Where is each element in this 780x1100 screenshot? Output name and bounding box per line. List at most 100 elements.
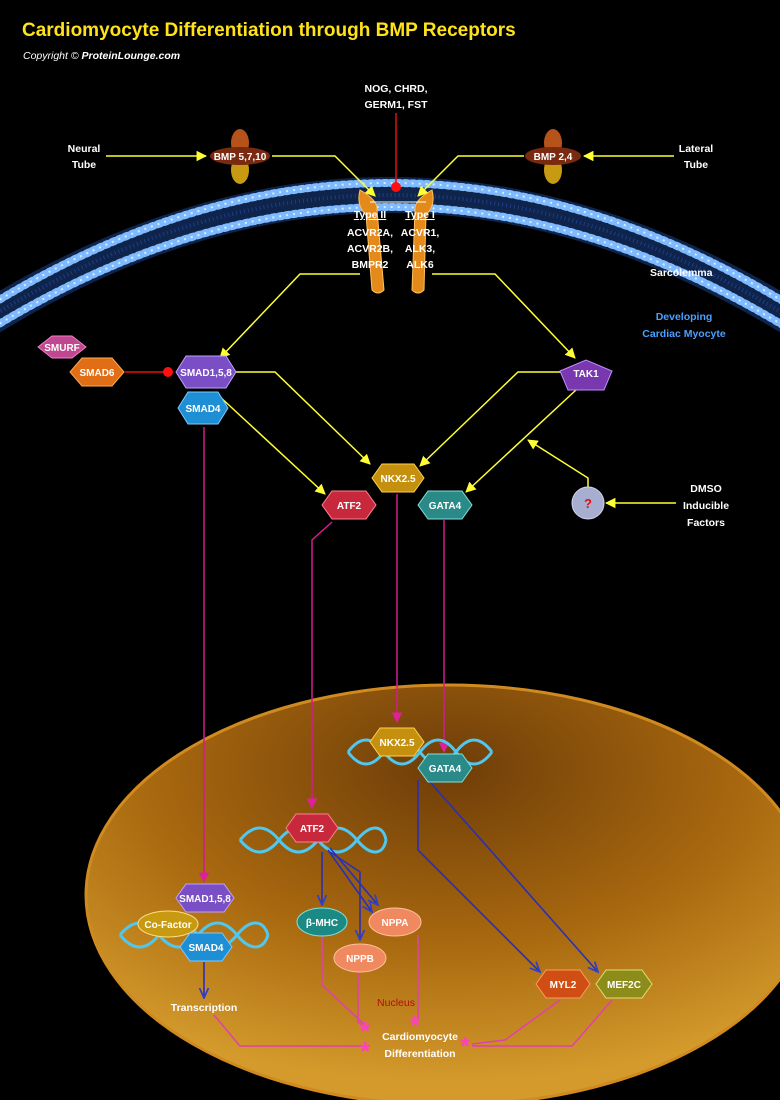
copyright-prefix: Copyright ©	[23, 50, 82, 62]
line-bmhc-to-diff	[321, 935, 369, 1029]
arrow-smad158-to-nkx25	[236, 371, 371, 465]
atf2-nucleus-label: ATF2	[300, 824, 325, 835]
arrow-atf2-to-nppa-2	[329, 847, 378, 905]
type2-item2: ACVR2B,	[347, 243, 393, 255]
arrow-receptor-to-smad158	[219, 273, 360, 359]
nkx25-label: NKX2.5	[380, 474, 415, 485]
line-transcription-to-diff	[213, 1014, 362, 1047]
arrow-atf2-to-nppa	[327, 849, 372, 912]
arrow-bmp24-to-type1	[417, 155, 524, 197]
node-nppb: NPPB	[333, 943, 387, 973]
smurf-label: SMURF	[44, 343, 80, 354]
line-myl2-to-diff	[471, 999, 561, 1045]
neural-tube-line1: Neural	[68, 143, 101, 155]
type1-item2: ALK3,	[405, 243, 435, 255]
mef2c-label: MEF2C	[607, 980, 641, 991]
type2-item1: ACVR2A,	[347, 227, 393, 239]
dmso-line2: Inducible	[683, 500, 729, 512]
node-smad6: SMAD6	[69, 357, 125, 387]
svg-text:*: *	[360, 1036, 371, 1066]
node-mef2c: MEF2C	[595, 969, 653, 999]
type1-receptor	[411, 189, 434, 294]
node-bmhc: β-MHC	[296, 907, 348, 937]
type1-title: Type I	[405, 209, 435, 221]
nppb-label: NPPB	[346, 954, 374, 965]
arrow-gata4-to-myl2	[417, 780, 540, 972]
node-smad4-nucleus: SMAD4	[179, 932, 233, 962]
node-smad158-nucleus: SMAD1,5,8	[175, 883, 235, 913]
arrow-unknown-to-cascade	[527, 439, 589, 488]
differentiation-line2: Differentiation	[384, 1048, 455, 1060]
node-nppa: NPPA	[368, 907, 422, 937]
svg-text:*: *	[360, 1016, 371, 1046]
arrow-atf2-to-nucleus	[306, 521, 333, 810]
arrow-receptor-to-tak1	[432, 273, 576, 359]
bmp24-label: BMP 2,4	[534, 152, 573, 163]
smad4-nucleus-label: SMAD4	[188, 943, 223, 954]
inhibitors-line1: NOG, CHRD,	[365, 83, 428, 95]
developing-line1: Developing	[656, 311, 713, 323]
tak1-label: TAK1	[573, 369, 599, 380]
type2-receptor	[358, 189, 385, 294]
dmso-line3: Factors	[687, 517, 725, 529]
arrow-bmp5710-to-type2	[272, 155, 376, 197]
copyright-site: ProteinLounge.com	[81, 50, 181, 62]
svg-text:*: *	[410, 1010, 421, 1040]
svg-text:*: *	[460, 1031, 471, 1061]
node-smurf: SMURF	[37, 335, 87, 359]
node-atf2: ATF2	[321, 490, 377, 520]
gata4-label: GATA4	[429, 501, 462, 512]
node-smad4: SMAD4	[177, 391, 229, 425]
type2-title: Type II	[354, 209, 387, 221]
neural-tube-line2: Tube	[72, 159, 96, 171]
smad158-nucleus-label: SMAD1,5,8	[179, 894, 231, 905]
cofactor-label: Co-Factor	[144, 920, 191, 931]
sarcolemma-membrane	[0, 177, 780, 333]
arrow-gata4-to-mef2c	[429, 781, 598, 972]
node-unknown: ?	[571, 486, 605, 520]
node-gata4: GATA4	[417, 490, 473, 520]
node-atf2-nucleus: ATF2	[285, 813, 339, 843]
unknown-label: ?	[584, 496, 592, 511]
differentiation-line1: Cardiomyocyte	[382, 1031, 458, 1043]
nucleus-label: Nucleus	[377, 997, 415, 1009]
bmhc-label: β-MHC	[306, 918, 338, 929]
node-nkx25: NKX2.5	[371, 463, 425, 493]
inhibitors-line2: GERM1, FST	[364, 99, 428, 111]
lateral-tube-line1: Lateral	[679, 143, 714, 155]
line-mef2c-to-diff	[472, 999, 613, 1047]
nkx25-nucleus-label: NKX2.5	[379, 738, 414, 749]
type1-item1: ACVR1,	[401, 227, 440, 239]
bmp24-ligand	[525, 129, 581, 184]
myl2-label: MYL2	[550, 980, 577, 991]
node-smad158: SMAD1,5,8	[175, 355, 237, 389]
nppa-label: NPPA	[381, 918, 408, 929]
arrow-tak1-to-gata4	[465, 389, 577, 493]
line-nppb-to-diff	[357, 970, 369, 1031]
bmp5710-label: BMP 5,7,10	[214, 152, 267, 163]
type2-item3: BMPR2	[352, 259, 389, 271]
developing-line2: Cardiac Myocyte	[642, 328, 726, 340]
gata4-nucleus-label: GATA4	[429, 764, 462, 775]
bmp5710-ligand	[210, 129, 270, 184]
page-title: Cardiomyocyte Differentiation through BM…	[22, 20, 516, 41]
sarcolemma-label: Sarcolemma	[650, 267, 713, 279]
lateral-tube-line2: Tube	[684, 159, 708, 171]
node-gata4-nucleus: GATA4	[417, 753, 473, 783]
asterisk-markers: * * * *	[360, 1010, 471, 1066]
transcription-label: Transcription	[171, 1002, 238, 1014]
copyright-notice: Copyright © ProteinLounge.com	[23, 50, 180, 62]
type1-item3: ALK6	[406, 259, 434, 271]
node-myl2: MYL2	[535, 969, 591, 999]
arrow-tak1-to-nkx25	[419, 371, 562, 467]
arrow-smad4-to-atf2	[217, 394, 326, 495]
node-nkx25-nucleus: NKX2.5	[369, 727, 425, 757]
smad158-label: SMAD1,5,8	[180, 368, 232, 379]
node-tak1: TAK1	[559, 359, 613, 391]
smad6-label: SMAD6	[79, 368, 114, 379]
atf2-label: ATF2	[337, 501, 362, 512]
node-cofactor: Co-Factor	[137, 910, 199, 938]
dmso-line1: DMSO	[690, 483, 722, 495]
smad4-label: SMAD4	[185, 404, 220, 415]
